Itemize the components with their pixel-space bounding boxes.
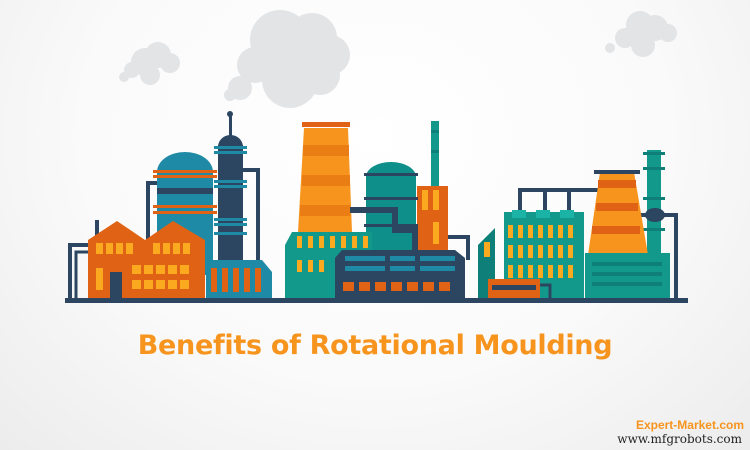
smoke-cloud-center — [224, 10, 350, 108]
watermark-text: www.mfgrobots.com — [617, 432, 742, 446]
smoke-cloud-left — [119, 42, 180, 85]
smoke-cloud-right — [605, 11, 677, 57]
credit-text: Expert-Market.com — [635, 418, 744, 432]
ground-line — [65, 298, 688, 303]
headline: Benefits of Rotational Moulding — [137, 330, 613, 361]
